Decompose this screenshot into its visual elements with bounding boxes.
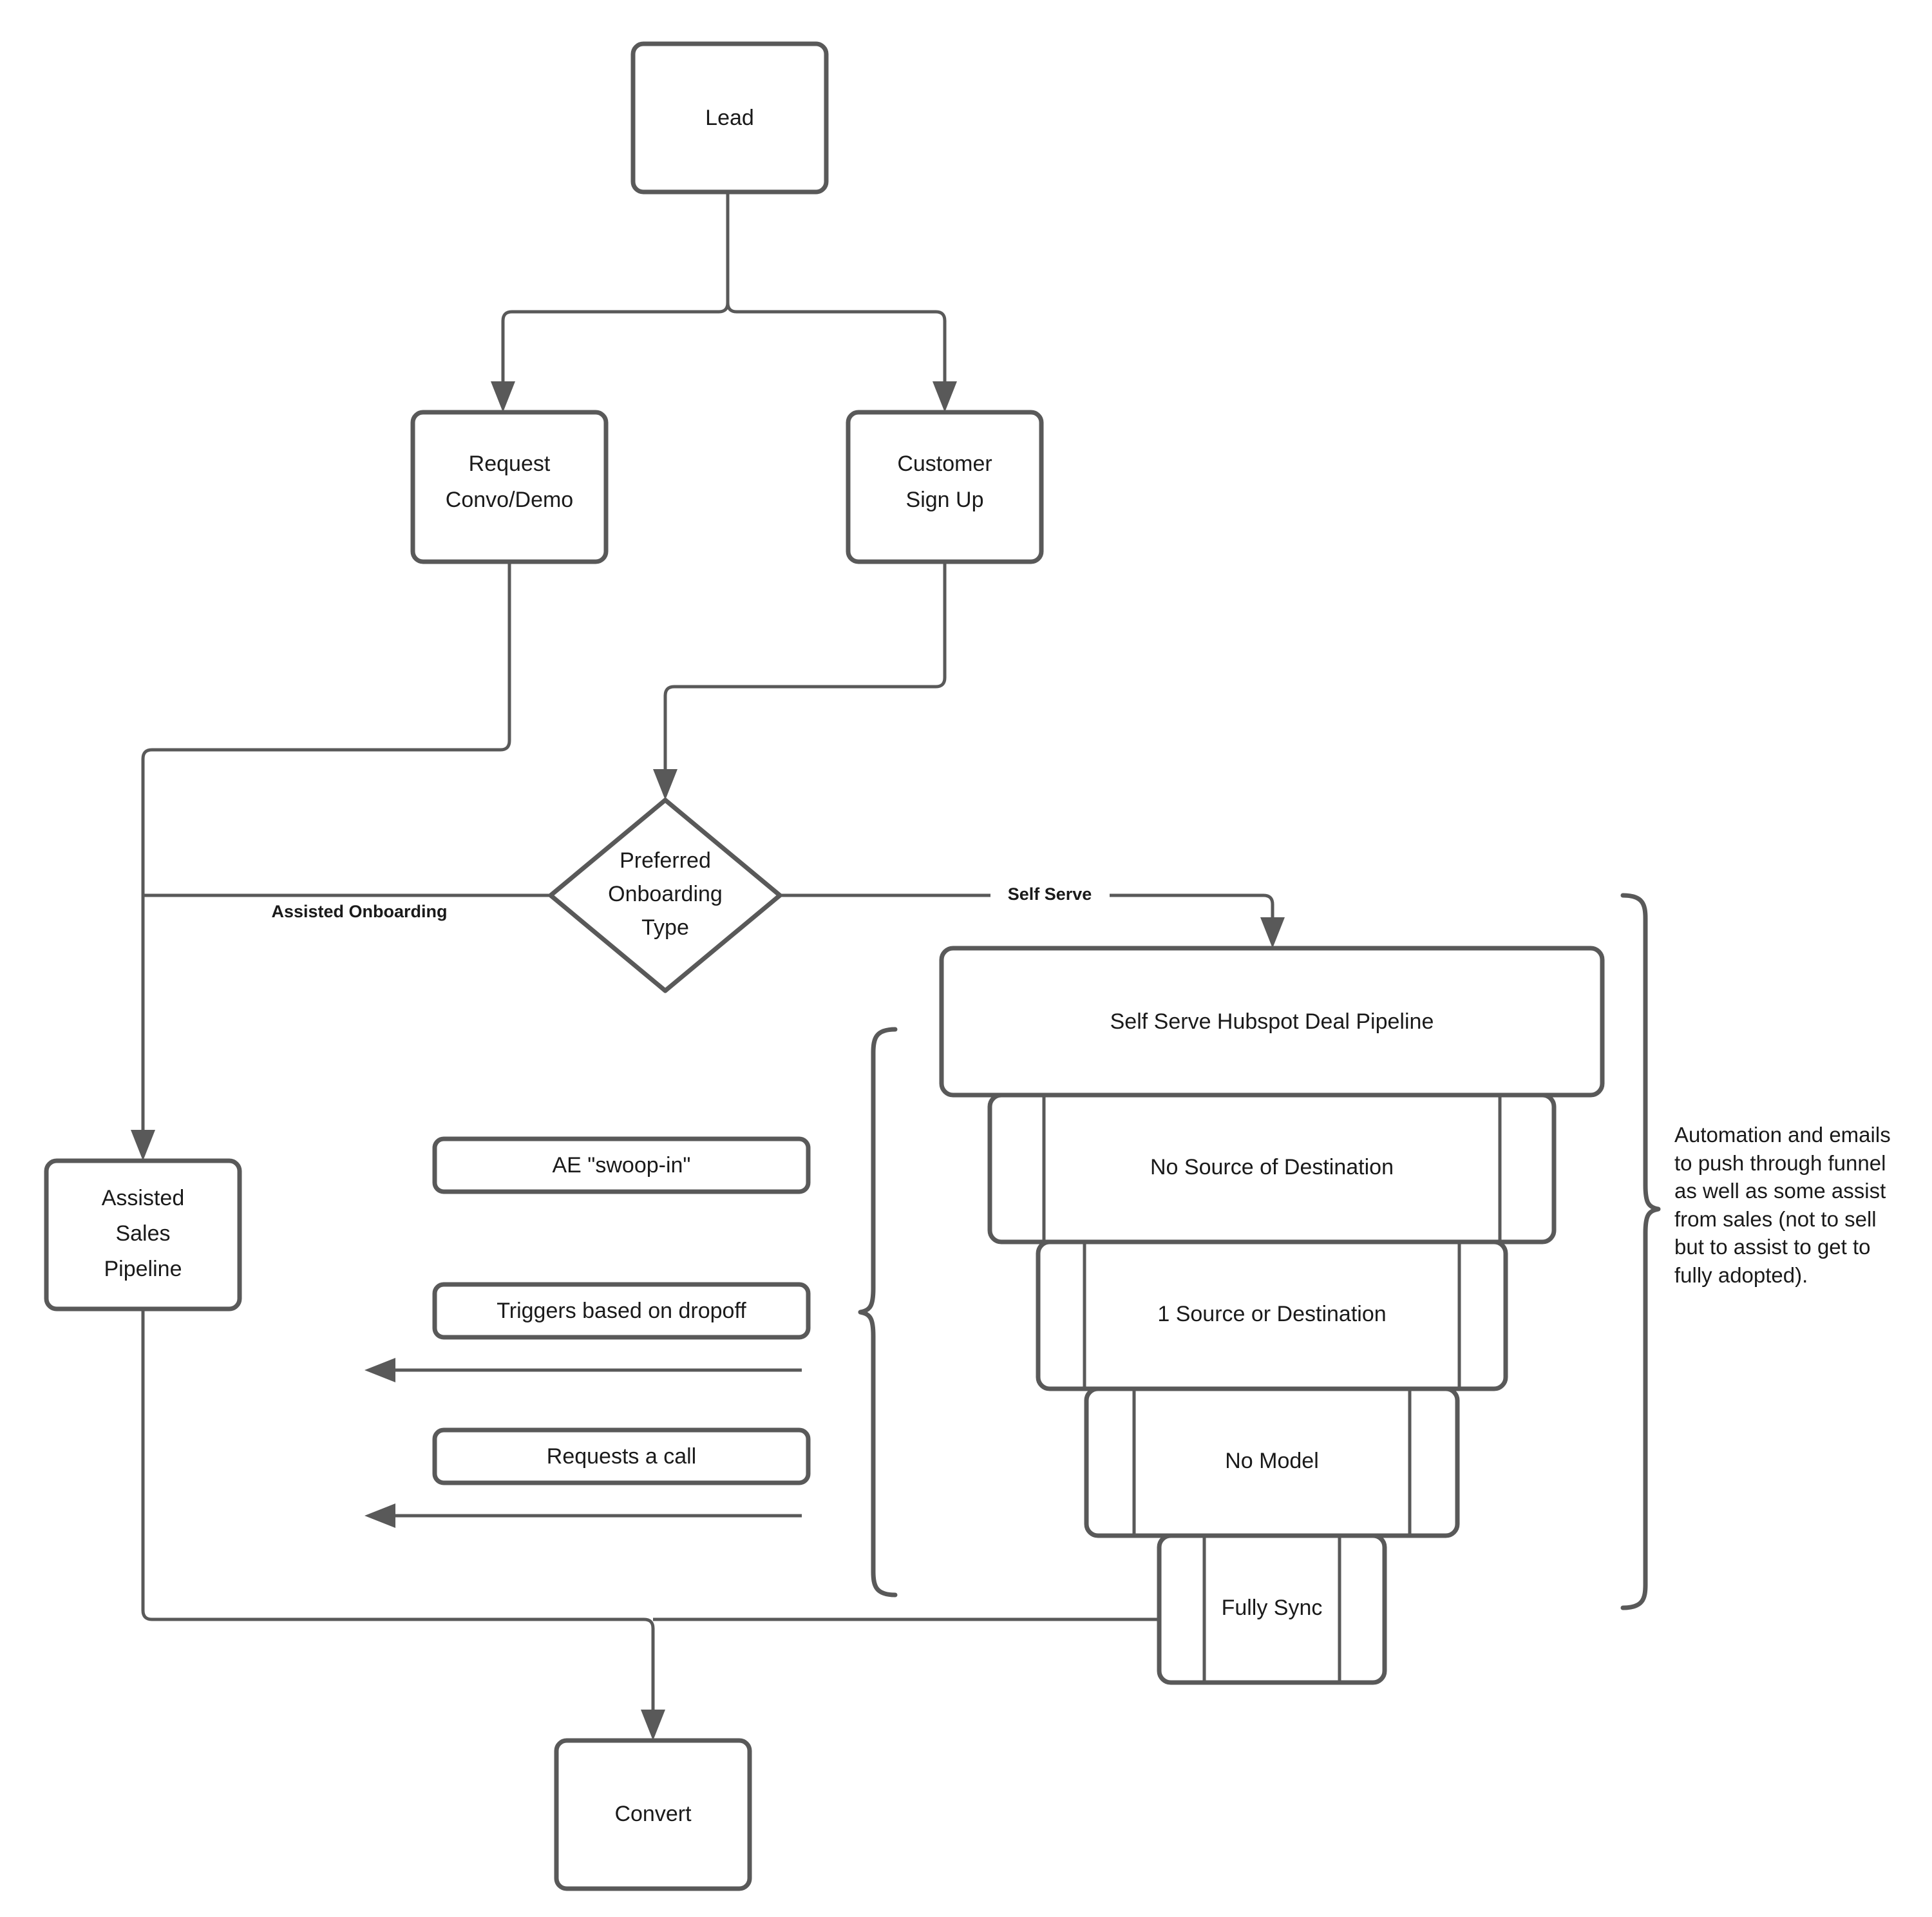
- edge-lead-split: [491, 192, 957, 412]
- node-triggers-label: Triggers based on dropoff: [497, 1299, 746, 1323]
- arrowhead-to-customer-signup: [933, 381, 957, 412]
- funnel-stage-no-model[interactable]: No Model: [1084, 1386, 1460, 1538]
- funnel-stage-1-source-or-destination[interactable]: 1 Source or Destination: [1036, 1239, 1508, 1391]
- node-ae-swoop-in-label: AE "swoop-in": [552, 1153, 690, 1178]
- node-requests-a-call-label: Requests a call: [547, 1444, 696, 1469]
- arrowhead-to-request-demo: [491, 381, 515, 412]
- node-assisted-sales-pipeline-line2: Sales: [115, 1221, 170, 1246]
- node-convert-label: Convert: [614, 1802, 692, 1826]
- node-preferred-onboarding-type[interactable]: Preferred Onboarding Type: [548, 797, 782, 993]
- funnel-stage-self-serve-hubspot-deal-pipeline[interactable]: Self Serve Hubspot Deal Pipeline: [939, 946, 1605, 1098]
- right-curly-brace: [1620, 893, 1661, 1610]
- funnel-stage-fully-sync[interactable]: Fully Sync: [1157, 1533, 1387, 1685]
- node-decision-label-line1: Preferred: [620, 848, 711, 873]
- node-ae-swoop-in[interactable]: AE "swoop-in": [432, 1136, 811, 1194]
- node-assisted-sales-pipeline-line3: Pipeline: [104, 1257, 182, 1281]
- node-request-convo-demo-label-line2: Convo/Demo: [446, 488, 573, 512]
- node-customer-sign-up-label-line2: Sign Up: [906, 488, 984, 512]
- edge-demo-to-assisted: [131, 562, 511, 1161]
- funnel-stage-4-label: No Model: [1225, 1449, 1319, 1473]
- arrowhead-to-convert: [641, 1710, 665, 1741]
- arrowhead-to-funnel: [1260, 917, 1285, 948]
- node-request-convo-demo[interactable]: Request Convo/Demo: [410, 410, 609, 564]
- node-decision-label-line2: Onboarding: [608, 882, 723, 906]
- edge-signup-to-decision: [653, 562, 947, 800]
- node-decision-label-line3: Type: [641, 915, 689, 940]
- funnel-stage-no-source-of-destination[interactable]: No Source of Destination: [987, 1092, 1557, 1245]
- edge-label-assisted-onboarding: Assisted Onboarding: [238, 897, 489, 924]
- funnel-stage-5-label: Fully Sync: [1222, 1596, 1323, 1620]
- node-customer-sign-up[interactable]: Customer Sign Up: [846, 410, 1044, 564]
- node-request-convo-demo-label-line1: Request: [469, 452, 551, 476]
- node-convert[interactable]: Convert: [554, 1738, 752, 1891]
- edge-label-assisted-onboarding-text: Assisted Onboarding: [271, 902, 447, 921]
- funnel-stage-2-label: No Source of Destination: [1150, 1155, 1394, 1179]
- node-customer-sign-up-label-line1: Customer: [897, 452, 992, 476]
- funnel-stage-1-label: Self Serve Hubspot Deal Pipeline: [1110, 1009, 1434, 1034]
- edge-label-self-serve: Self Serve: [990, 882, 1110, 908]
- funnel-stage-3-label: 1 Source or Destination: [1157, 1302, 1386, 1326]
- annotation-automation-note: Automation and emails to push through fu…: [1674, 1123, 1891, 1287]
- node-assisted-sales-pipeline[interactable]: Assisted Sales Pipeline: [44, 1158, 242, 1311]
- node-lead[interactable]: Lead: [630, 41, 829, 195]
- edge-triggers-arrow: [365, 1358, 802, 1382]
- arrowhead-to-assisted-pipeline: [131, 1130, 155, 1161]
- arrowhead-triggers-left: [365, 1358, 395, 1382]
- left-curly-brace: [858, 1027, 898, 1598]
- edge-decision-selfserve: [780, 893, 1285, 948]
- node-lead-label: Lead: [705, 106, 754, 130]
- node-triggers-based-on-dropoff[interactable]: Triggers based on dropoff: [432, 1282, 811, 1340]
- arrowhead-to-decision: [653, 769, 677, 800]
- edge-label-self-serve-text: Self Serve: [1008, 884, 1092, 904]
- node-assisted-sales-pipeline-line1: Assisted: [102, 1186, 185, 1210]
- arrowhead-requests-call-left: [365, 1503, 395, 1528]
- node-requests-a-call[interactable]: Requests a call: [432, 1427, 811, 1485]
- edge-requests-call-arrow: [365, 1503, 802, 1528]
- edge-assisted-to-convert: [141, 1309, 665, 1741]
